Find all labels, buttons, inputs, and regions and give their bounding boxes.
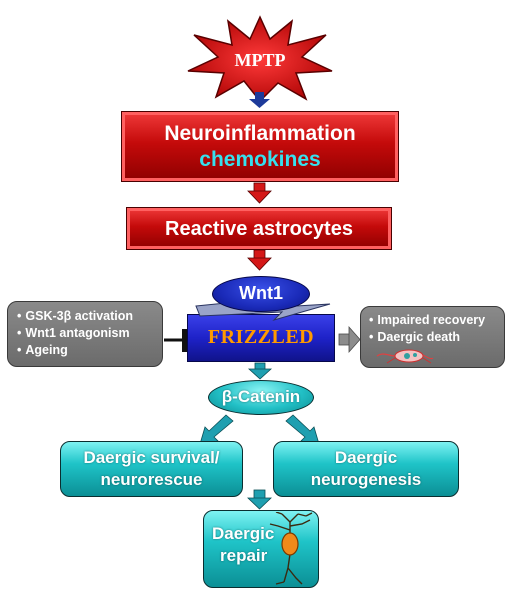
- survival-line2: neurorescue: [100, 470, 203, 489]
- outcomes-list: Impaired recovery Daergic death: [369, 312, 504, 346]
- wnt1-ellipse: Wnt1: [212, 276, 310, 312]
- survival-box: Daergic survival/ neurorescue: [60, 441, 243, 497]
- inhibitor-item: Ageing: [17, 342, 162, 359]
- repair-box: Daergic repair: [203, 510, 319, 588]
- arrow-to-repair: [247, 489, 272, 510]
- neurogenesis-line1: Daergic: [334, 448, 398, 467]
- frizzled-box: FRIZZLED: [187, 314, 335, 362]
- neurogenesis-line2: neurogenesis: [310, 470, 422, 489]
- neuroinflammation-box: Neuroinflammation chemokines: [121, 111, 399, 182]
- arrow-neuroinflammation-to-astrocytes: [247, 182, 272, 204]
- outcome-item: Daergic death: [369, 329, 504, 346]
- frizzled-label: FRIZZLED: [207, 326, 315, 348]
- neuron-icon: [269, 512, 313, 585]
- arrow-frizzled-to-catenin: [247, 362, 273, 380]
- neurogenesis-box: Daergic neurogenesis: [273, 441, 459, 497]
- reactive-astrocytes-label: Reactive astrocytes: [165, 218, 353, 240]
- neuroinflammation-label: Neuroinflammation: [164, 122, 356, 145]
- wnt1-label: Wnt1: [239, 283, 283, 303]
- repair-line1: Daergic: [212, 524, 275, 543]
- beta-catenin-label: β-Catenin: [221, 387, 301, 406]
- survival-line1: Daergic survival/: [83, 448, 220, 467]
- mptp-label: MPTP: [235, 50, 286, 70]
- mptp-starburst: MPTP: [187, 15, 333, 103]
- reactive-astrocytes-box: Reactive astrocytes: [126, 207, 392, 250]
- arrow-catenin-to-survival: [199, 414, 234, 445]
- inhibitor-item: Wnt1 antagonism: [17, 325, 162, 342]
- arrow-catenin-to-neurogenesis: [285, 414, 320, 445]
- chemokines-label: chemokines: [199, 148, 321, 171]
- neuron-soma: [281, 532, 299, 556]
- inhibitor-item: GSK-3β activation: [17, 308, 162, 325]
- outcomes-box: Impaired recovery Daergic death: [360, 306, 505, 368]
- beta-catenin-ellipse: β-Catenin: [208, 380, 314, 415]
- outcome-item: Impaired recovery: [369, 312, 504, 329]
- inhibition-arrow-left: [164, 329, 189, 352]
- arrow-frizzled-to-right-box: [338, 325, 361, 354]
- inhibitors-box: GSK-3β activation Wnt1 antagonism Ageing: [7, 301, 163, 367]
- arrow-astrocytes-to-wnt1: [247, 249, 272, 271]
- repair-line2: repair: [220, 546, 268, 565]
- inhibitors-list: GSK-3β activation Wnt1 antagonism Ageing: [17, 308, 162, 359]
- dying-neuron-icon: [376, 349, 434, 364]
- arrow-mptp-to-neuroinflammation: [249, 92, 270, 108]
